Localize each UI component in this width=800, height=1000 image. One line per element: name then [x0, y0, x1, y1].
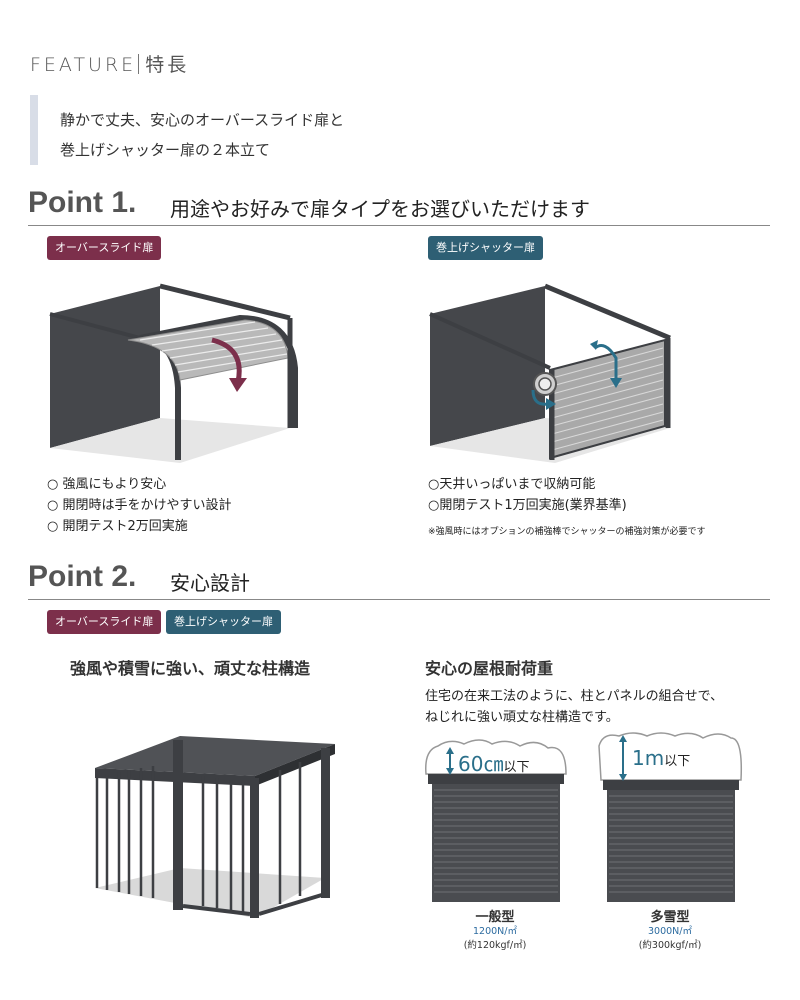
snow-load-heavy-illustration [598, 732, 743, 902]
intro-text: 静かで丈夫、安心のオーバースライド扉と 巻上げシャッター扉の２本立て [60, 105, 344, 165]
general-depth: 60㎝以下 [458, 748, 529, 777]
roof-load-desc-1: 住宅の在来工法のように、柱とパネルの組合せで、 [425, 689, 724, 704]
feature-en: FEATURE [30, 54, 137, 76]
heavy-type-info: 多雪型 3000N/㎡ (約300kgf/㎡) [595, 906, 745, 953]
snow-load-general-illustration [425, 739, 567, 902]
general-depth-suffix: 以下 [503, 760, 530, 775]
tag-shutter: 巻上げシャッター扉 [428, 236, 543, 260]
general-type-info: 一般型 1200N/㎡ (約120kgf/㎡) [420, 906, 570, 953]
heavy-type-label: 多雪型 [650, 910, 690, 925]
intro-accent-bar [30, 95, 38, 165]
garage-structure-illustration [95, 736, 335, 918]
general-depth-value: 60㎝ [458, 752, 504, 776]
point2-tag-shutter: 巻上げシャッター扉 [166, 610, 281, 634]
overslide-feature-2: ○ 開閉時は手をかけやすい設計 [47, 498, 232, 513]
point2-subtitle: 安心設計 [170, 571, 250, 595]
shutter-door-illustration [429, 283, 671, 463]
overslide-door-illustration [49, 283, 298, 463]
general-type-load: 1200N/㎡ [473, 926, 517, 937]
structure-title: 強風や積雪に強い、頑丈な柱構造 [70, 659, 311, 678]
intro-line-1: 静かで丈夫、安心のオーバースライド扉と [60, 111, 345, 129]
feature-divider [138, 54, 140, 74]
roof-load-description: 住宅の在来工法のように、柱とパネルの組合せで、 ねじれに強い頑丈な柱構造です。 [425, 686, 723, 728]
shutter-feature-1: ○天井いっぱいまで収納可能 [428, 477, 596, 492]
heavy-type-load: 3000N/㎡ [648, 926, 692, 937]
heavy-depth-value: 1m [632, 746, 665, 770]
overslide-feature-1: ○ 強風にもより安心 [47, 477, 167, 492]
point2-rule [28, 599, 770, 600]
tag-overslide: オーバースライド扉 [47, 236, 162, 260]
heavy-type-load-kgf: (約300kgf/㎡) [638, 940, 702, 951]
general-type-label: 一般型 [475, 910, 515, 925]
intro-line-2: 巻上げシャッター扉の２本立て [60, 141, 271, 159]
overslide-feature-list: ○ 強風にもより安心 ○ 開閉時は手をかけやすい設計 ○ 開閉テスト2万回実施 [47, 474, 231, 537]
heavy-depth-suffix: 以下 [664, 754, 691, 769]
roof-load-title: 安心の屋根耐荷重 [425, 659, 554, 678]
general-type-load-kgf: (約120kgf/㎡) [463, 940, 527, 951]
feature-heading: FEATURE 特長 [30, 50, 189, 77]
point1-rule [28, 225, 770, 226]
shutter-feature-list: ○天井いっぱいまで収納可能 ○開閉テスト1万回実施(業界基準) [428, 474, 627, 516]
point1-heading: Point 1. [28, 186, 137, 219]
feature-ja: 特長 [145, 54, 190, 76]
shutter-feature-2: ○開閉テスト1万回実施(業界基準) [428, 498, 627, 513]
point2-tag-overslide: オーバースライド扉 [47, 610, 162, 634]
heavy-depth: 1m以下 [632, 746, 690, 770]
shutter-note: ※強風時にはオプションの補強棒でシャッターの補強対策が必要です [428, 527, 706, 537]
overslide-feature-3: ○ 開閉テスト2万回実施 [47, 519, 188, 534]
point2-heading: Point 2. [28, 560, 137, 593]
point1-subtitle: 用途やお好みで扉タイプをお選びいただけます [170, 197, 590, 221]
roof-load-desc-2: ねじれに強い頑丈な柱構造です。 [425, 710, 619, 725]
